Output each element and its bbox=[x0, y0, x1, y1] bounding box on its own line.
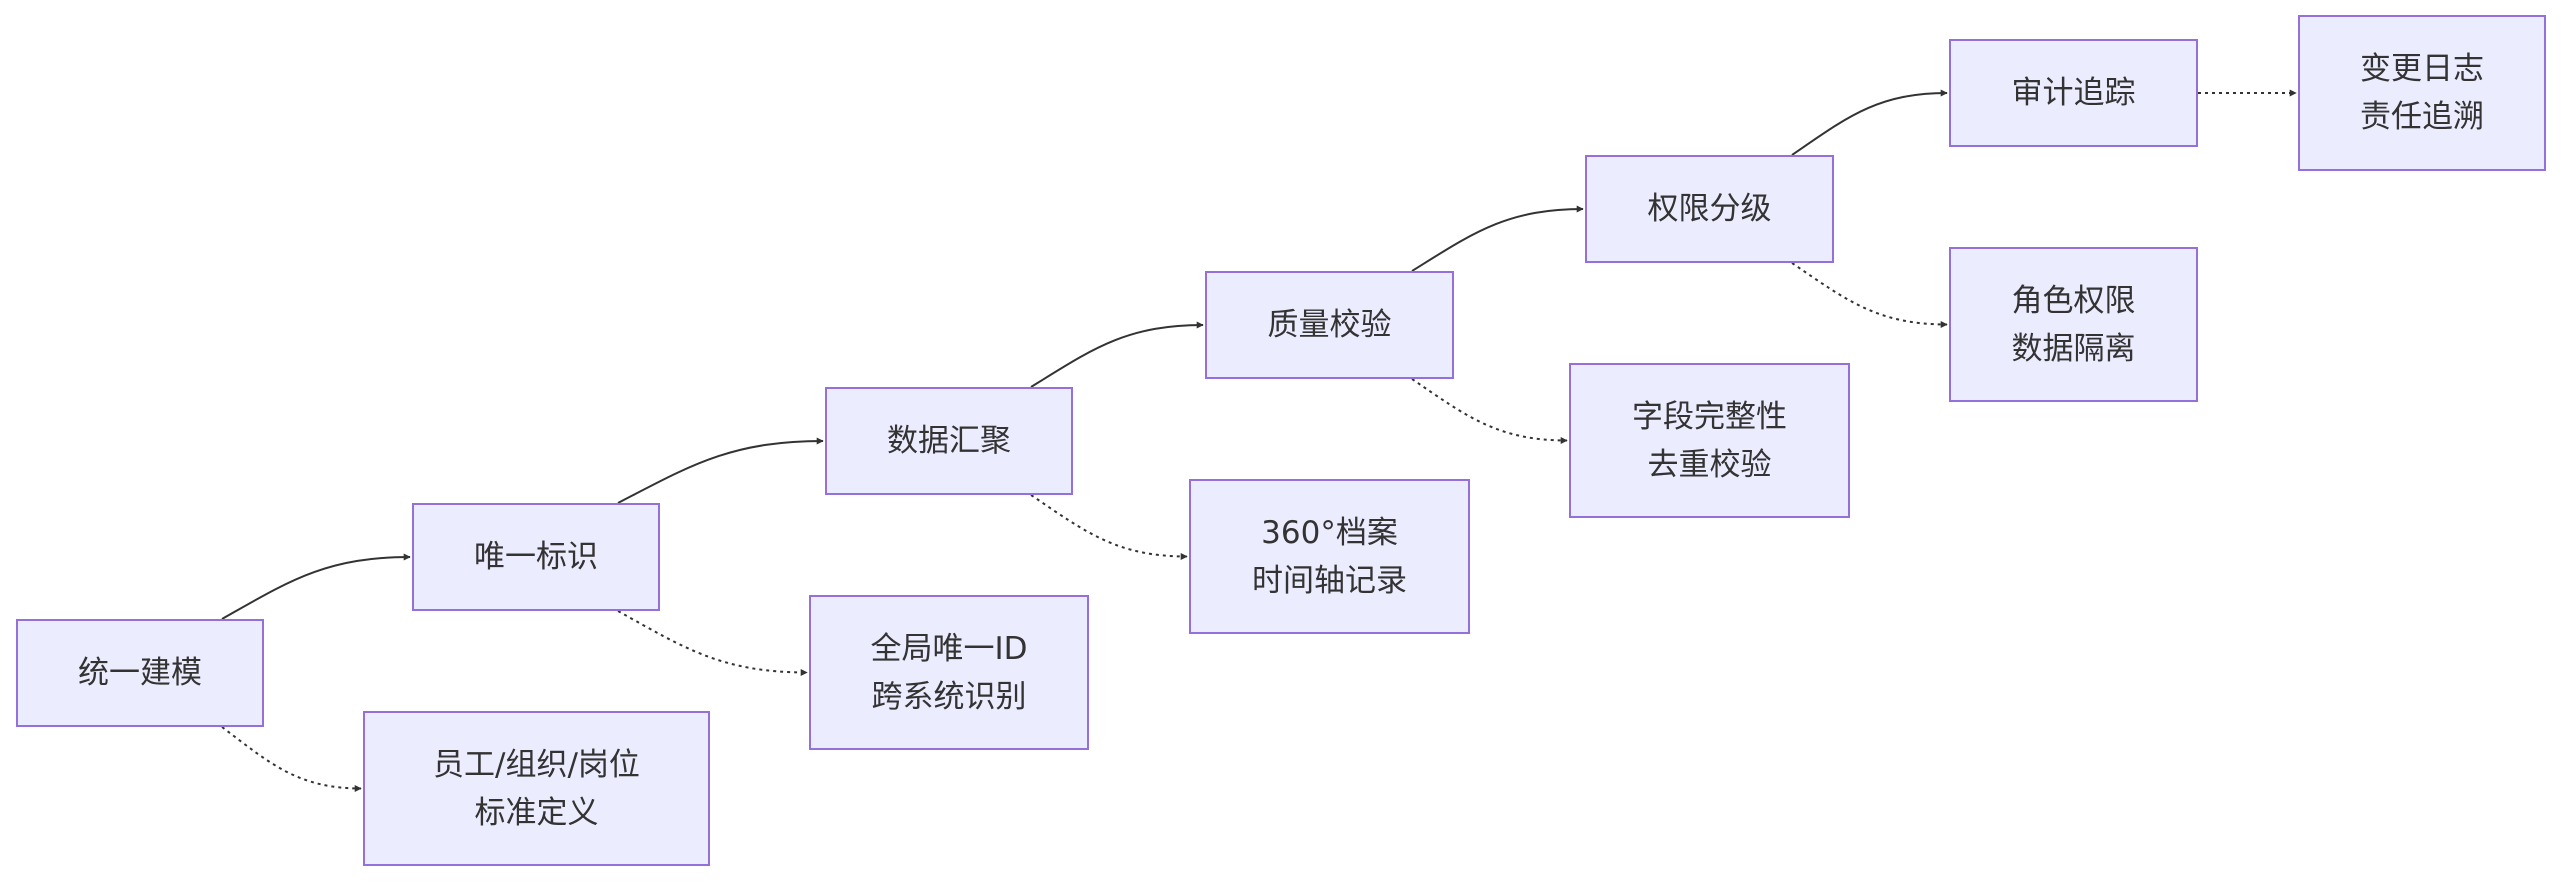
node-label: 变更日志 bbox=[2360, 51, 2484, 87]
node-label: 质量校验 bbox=[1267, 307, 1392, 343]
node-label: 字段完整性 bbox=[1632, 398, 1787, 435]
node-label: 审计追踪 bbox=[2011, 75, 2136, 111]
node-permission-levels: 权限分级 bbox=[1585, 155, 1834, 263]
node-change-log: 变更日志 责任追溯 bbox=[2298, 15, 2546, 171]
edge-agg-to-profile bbox=[1030, 494, 1188, 560]
node-label: 角色权限 bbox=[2011, 282, 2136, 319]
node-label: 数据隔离 bbox=[2011, 330, 2136, 367]
node-label: 时间轴记录 bbox=[1252, 562, 1407, 599]
node-standard-definition: 员工/组织/岗位 标准定义 bbox=[363, 711, 710, 866]
node-unified-modeling: 统一建模 bbox=[16, 619, 264, 727]
edge-agg-to-quality bbox=[1030, 321, 1204, 388]
node-label: 统一建模 bbox=[78, 655, 202, 691]
node-label: 数据汇聚 bbox=[887, 423, 1011, 459]
node-data-aggregation: 数据汇聚 bbox=[825, 387, 1073, 495]
node-label: 全局唯一ID bbox=[870, 630, 1028, 667]
node-label: 跨系统识别 bbox=[871, 678, 1027, 715]
edge-uid-to-agg bbox=[617, 437, 824, 504]
node-label: 去重校验 bbox=[1647, 446, 1772, 483]
node-quality-check: 质量校验 bbox=[1205, 271, 1454, 379]
node-audit-trail: 审计追踪 bbox=[1949, 39, 2198, 147]
node-label: 责任追溯 bbox=[2360, 99, 2484, 135]
edge-quality-to-fields bbox=[1411, 378, 1568, 444]
edge-model-to-uid bbox=[221, 553, 411, 620]
node-role-permissions: 角色权限 数据隔离 bbox=[1949, 247, 2198, 402]
edge-perm-to-role bbox=[1791, 262, 1948, 328]
node-label: 权限分级 bbox=[1647, 191, 1772, 227]
node-label: 标准定义 bbox=[474, 794, 599, 831]
edge-quality-to-perm bbox=[1411, 205, 1584, 272]
node-label: 唯一标识 bbox=[474, 539, 598, 575]
node-360-profile: 360°档案 时间轴记录 bbox=[1189, 479, 1470, 634]
edge-perm-to-audit bbox=[1791, 89, 1948, 156]
node-label: 员工/组织/岗位 bbox=[433, 746, 640, 783]
node-unique-identifier: 唯一标识 bbox=[412, 503, 660, 611]
node-label: 360°档案 bbox=[1261, 514, 1398, 551]
edge-model-to-std bbox=[221, 726, 362, 792]
edge-uid-to-gid bbox=[617, 610, 808, 676]
node-field-completeness: 字段完整性 去重校验 bbox=[1569, 363, 1850, 518]
node-global-unique-id: 全局唯一ID 跨系统识别 bbox=[809, 595, 1089, 750]
